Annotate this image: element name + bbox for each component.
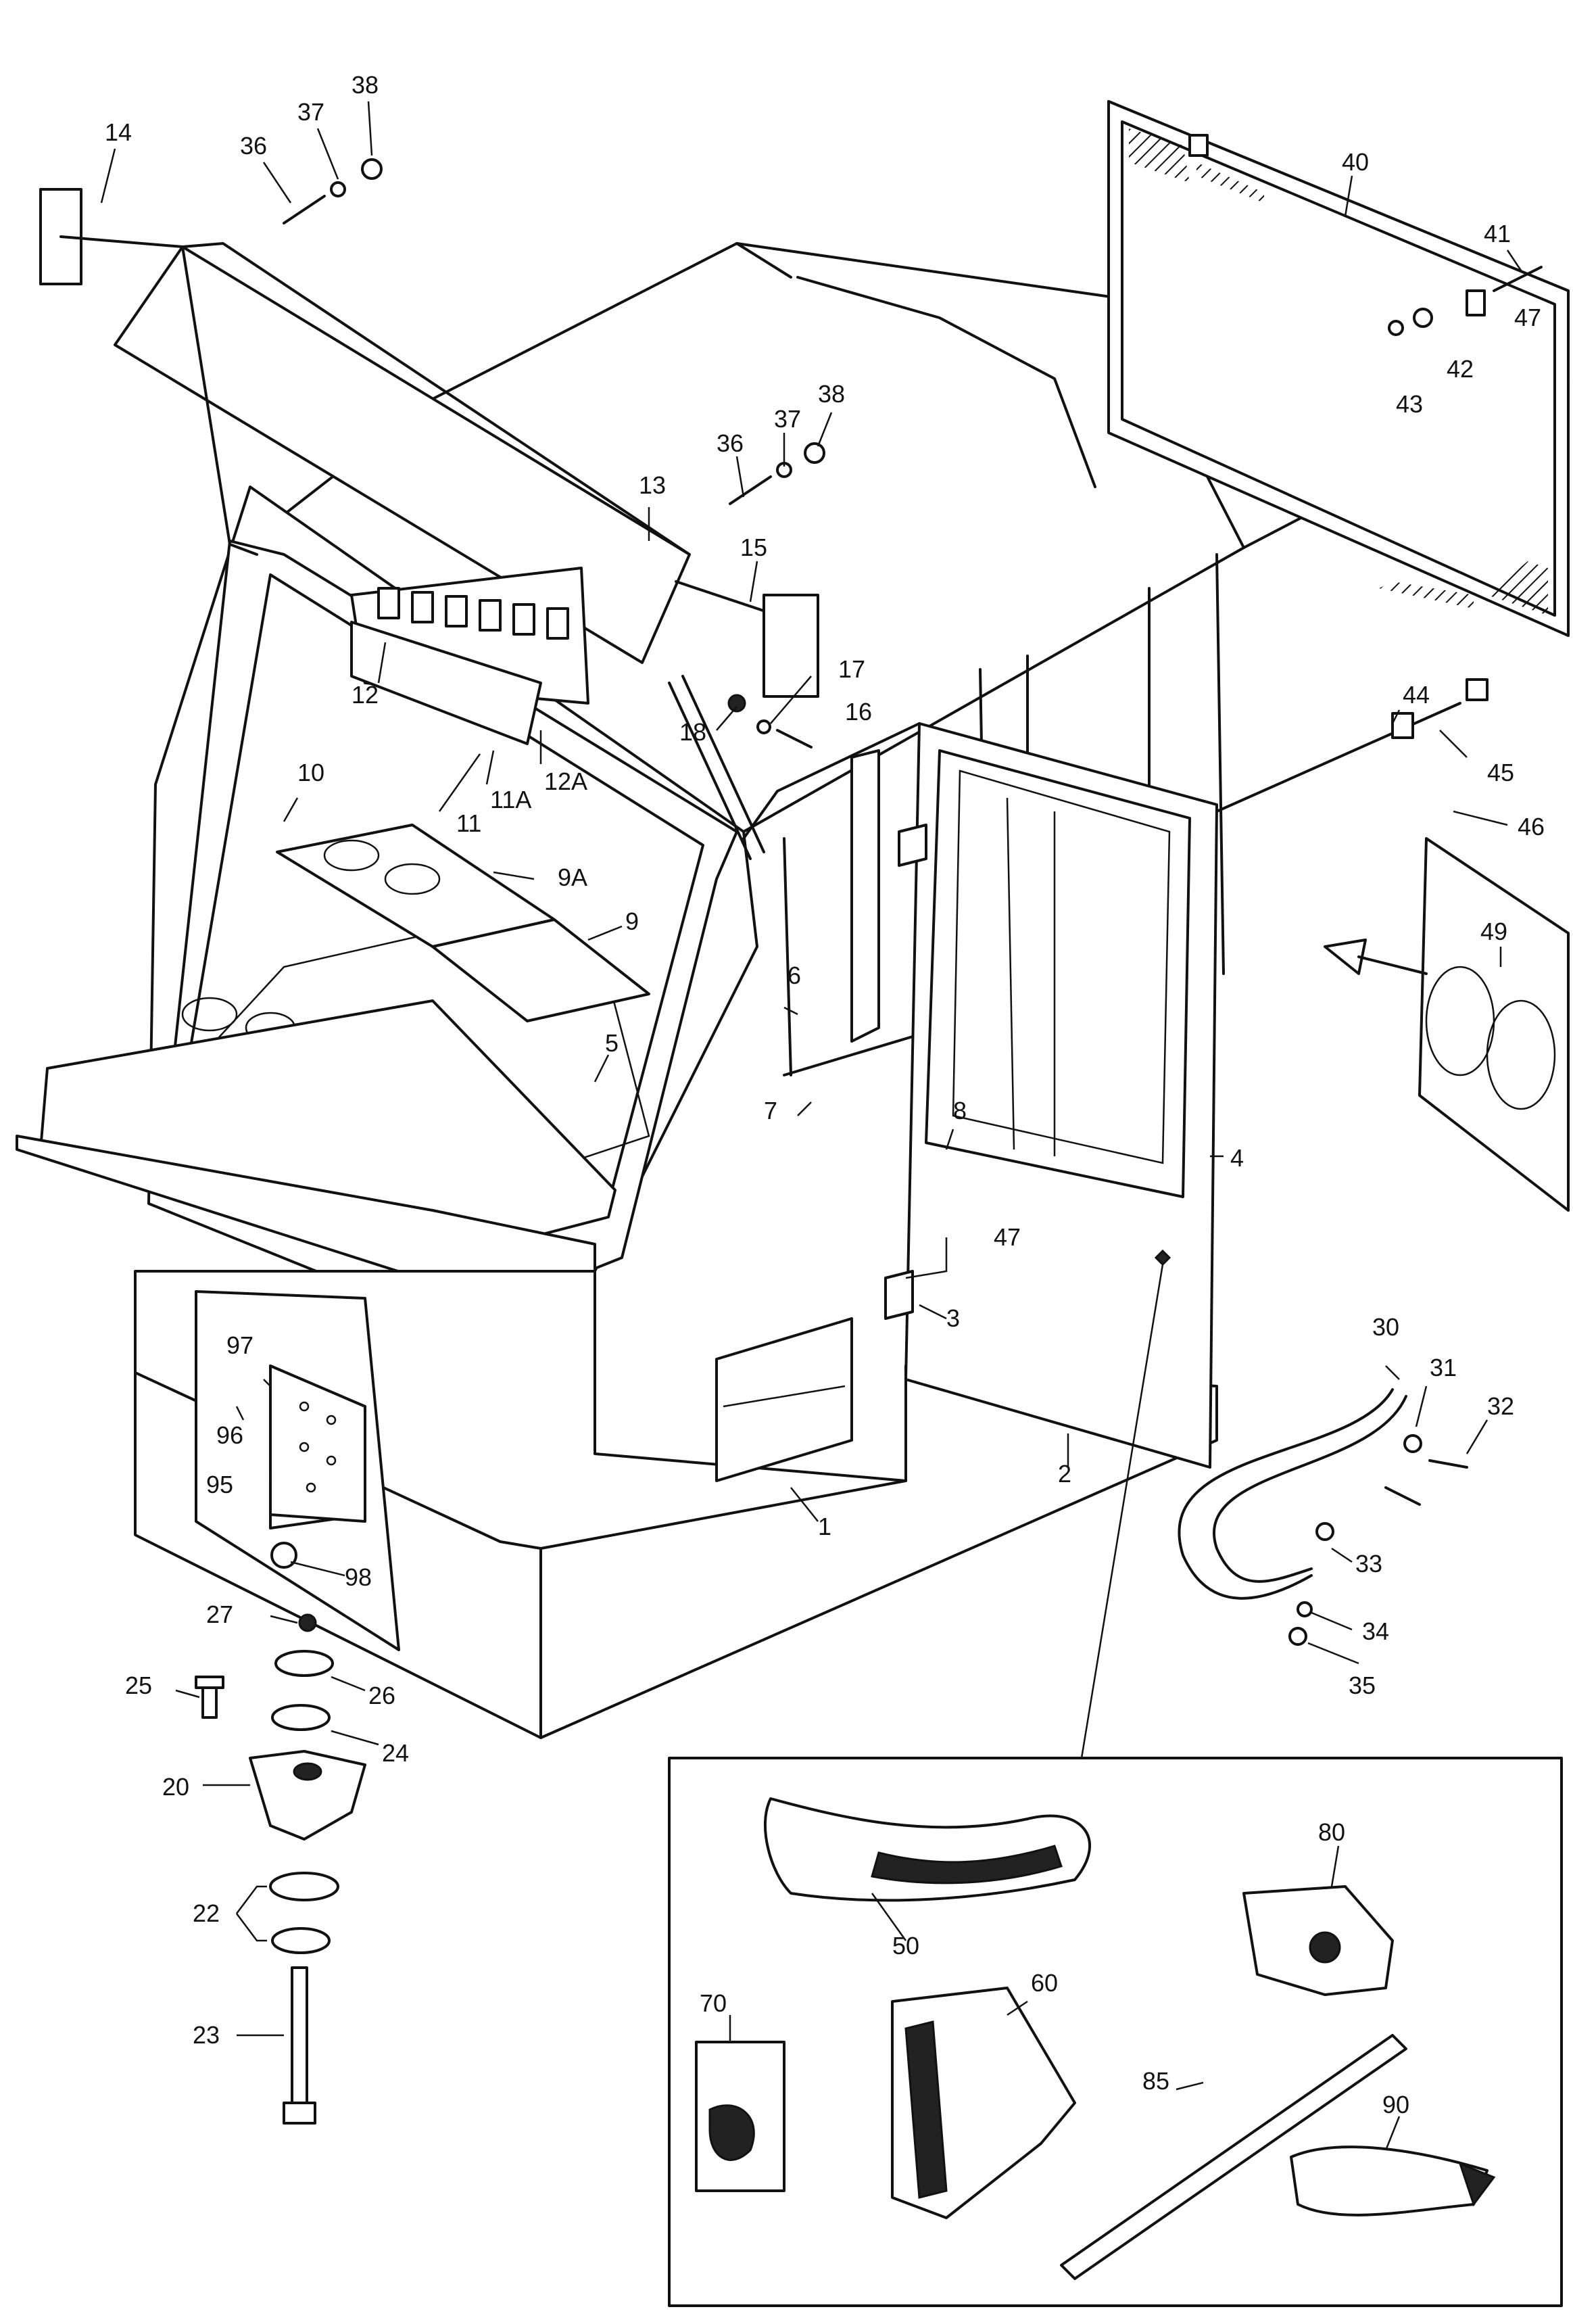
callout-31: 31 bbox=[1430, 1354, 1457, 1381]
decal-49 bbox=[1324, 837, 1570, 1212]
callout-33: 33 bbox=[1355, 1550, 1382, 1578]
hardware-36-37-38-top bbox=[283, 158, 383, 224]
callout-97: 97 bbox=[226, 1331, 253, 1359]
rod-15 bbox=[675, 580, 819, 698]
callout-47-door: 47 bbox=[994, 1223, 1021, 1251]
callout-45: 45 bbox=[1487, 759, 1514, 786]
callout-47-top: 47 bbox=[1514, 304, 1541, 331]
plate-95 bbox=[269, 1365, 366, 1569]
callout-35: 35 bbox=[1349, 1671, 1376, 1699]
callout-34: 34 bbox=[1362, 1617, 1389, 1645]
callout-13: 13 bbox=[639, 471, 666, 499]
hardware-41-42-43 bbox=[1388, 266, 1543, 336]
callout-9: 9 bbox=[625, 907, 639, 935]
callout-70: 70 bbox=[700, 1989, 727, 2017]
callout-25: 25 bbox=[125, 1671, 152, 1699]
callout-23: 23 bbox=[193, 2021, 220, 2049]
callout-labels: 14 36 37 38 40 41 47 42 43 36 37 38 13 1… bbox=[105, 71, 1545, 2118]
callout-14: 14 bbox=[105, 118, 132, 146]
callout-40: 40 bbox=[1342, 148, 1369, 176]
callout-18: 18 bbox=[679, 718, 706, 746]
callout-4: 4 bbox=[1230, 1144, 1244, 1172]
callout-36-mid: 36 bbox=[717, 429, 744, 457]
callout-90: 90 bbox=[1382, 2091, 1409, 2118]
callout-46: 46 bbox=[1518, 813, 1545, 840]
callout-37-top: 37 bbox=[297, 98, 324, 126]
rod-44 bbox=[1215, 678, 1489, 813]
callout-27: 27 bbox=[206, 1600, 233, 1628]
callout-96: 96 bbox=[216, 1421, 243, 1449]
callout-98: 98 bbox=[345, 1563, 372, 1591]
callout-11A: 11A bbox=[490, 786, 531, 813]
rod-14 bbox=[39, 188, 184, 285]
callout-12A: 12A bbox=[544, 767, 587, 795]
callout-8: 8 bbox=[953, 1097, 967, 1124]
callout-20: 20 bbox=[162, 1773, 189, 1801]
callout-36-top: 36 bbox=[240, 132, 267, 160]
callout-49: 49 bbox=[1480, 918, 1507, 945]
callout-38-top: 38 bbox=[352, 71, 379, 99]
callout-50: 50 bbox=[892, 1932, 919, 1960]
handrail-30 bbox=[1178, 1388, 1468, 1646]
callout-10: 10 bbox=[297, 759, 324, 786]
door bbox=[884, 722, 1218, 1469]
callout-37-mid: 37 bbox=[774, 405, 801, 433]
callout-12: 12 bbox=[352, 681, 379, 709]
callout-95: 95 bbox=[206, 1471, 233, 1498]
strut bbox=[668, 675, 765, 860]
callout-15: 15 bbox=[740, 533, 767, 561]
callout-26: 26 bbox=[368, 1682, 395, 1709]
rear-screen-40 bbox=[1107, 100, 1570, 637]
callout-24: 24 bbox=[382, 1739, 409, 1767]
callout-9A: 9A bbox=[558, 863, 587, 891]
callout-43: 43 bbox=[1396, 390, 1423, 418]
callout-22: 22 bbox=[193, 1899, 220, 1927]
hardware-16-17-18 bbox=[727, 694, 813, 749]
callout-5: 5 bbox=[605, 1029, 619, 1057]
callout-85: 85 bbox=[1142, 2067, 1169, 2095]
callout-6: 6 bbox=[788, 962, 801, 989]
callout-17: 17 bbox=[838, 655, 865, 683]
callout-32: 32 bbox=[1487, 1392, 1514, 1420]
callout-41: 41 bbox=[1484, 220, 1511, 247]
detail-inset bbox=[668, 1757, 1563, 2307]
callout-7: 7 bbox=[764, 1097, 777, 1124]
callout-38-mid: 38 bbox=[818, 380, 845, 408]
callout-16: 16 bbox=[845, 698, 872, 726]
callout-30: 30 bbox=[1372, 1313, 1399, 1341]
callout-11: 11 bbox=[456, 809, 481, 837]
roof-canopy bbox=[114, 242, 691, 745]
panel-9 bbox=[431, 918, 650, 1022]
callout-60: 60 bbox=[1031, 1969, 1058, 1997]
hinge-pillar bbox=[850, 749, 880, 1043]
callout-44: 44 bbox=[1403, 681, 1430, 709]
callout-42: 42 bbox=[1447, 355, 1474, 383]
callout-2: 2 bbox=[1058, 1460, 1071, 1488]
callout-1: 1 bbox=[818, 1513, 831, 1540]
callout-3: 3 bbox=[946, 1304, 960, 1332]
callout-80: 80 bbox=[1318, 1818, 1345, 1846]
leaders bbox=[100, 101, 1522, 2151]
mount-assembly bbox=[195, 1613, 366, 2125]
